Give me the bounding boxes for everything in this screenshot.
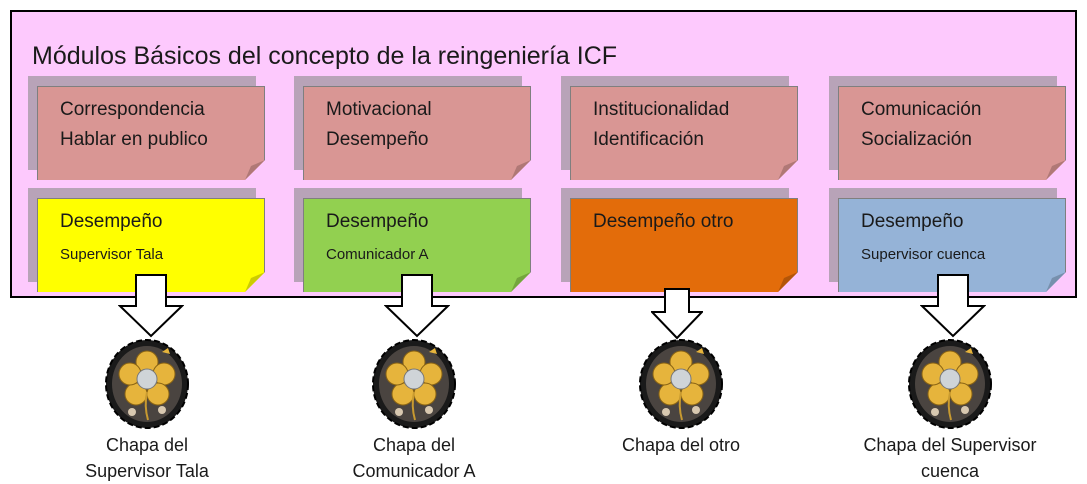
page-fold-icon <box>245 160 265 180</box>
badge-caption-comunicador-a: Chapa del Comunicador A <box>319 432 509 484</box>
note-line2: Desempeño <box>326 129 429 150</box>
note-line1: Desempeño otro <box>593 211 734 232</box>
note-line1: Desempeño <box>861 211 964 232</box>
page-fold-icon <box>1046 160 1066 180</box>
badge-caption-otro: Chapa del otro <box>586 432 776 458</box>
note-line1: Desempeño <box>60 211 163 232</box>
module-note-correspondencia: Correspondencia Hablar en publico <box>37 86 265 180</box>
module-note-motivacional: Motivacional Desempeño <box>303 86 531 180</box>
down-arrow-icon <box>920 274 986 338</box>
performance-note-otro: Desempeño otro <box>570 198 798 292</box>
note-line2: Supervisor cuenca <box>861 246 986 263</box>
note-line1: Desempeño <box>326 211 429 232</box>
page-fold-icon <box>778 160 798 180</box>
note-line2: Identificación <box>593 129 704 150</box>
note-line1: Correspondencia <box>60 99 205 120</box>
page-fold-icon <box>245 272 265 292</box>
caption-line1: Chapa del otro <box>621 435 741 455</box>
module-note-comunicacion: Comunicación Socialización <box>838 86 1066 180</box>
caption-line2: cuenca <box>920 461 980 481</box>
module-note-institucionalidad: Institucionalidad Identificación <box>570 86 798 180</box>
down-arrow-icon <box>384 274 450 338</box>
caption-line2: Comunicador A <box>352 461 476 481</box>
page-fold-icon <box>778 272 798 292</box>
page-fold-icon <box>511 160 531 180</box>
badge-caption-supervisor-cuenca: Chapa del Supervisor cuenca <box>855 432 1045 484</box>
flower-badge-icon <box>372 339 456 429</box>
caption-line1: Chapa del <box>105 435 189 455</box>
note-line1: Institucionalidad <box>593 99 730 120</box>
note-line2: Supervisor Tala <box>60 246 164 263</box>
down-arrow-icon <box>651 288 703 340</box>
page-fold-icon <box>1046 272 1066 292</box>
note-line1: Motivacional <box>326 99 432 120</box>
page-fold-icon <box>511 272 531 292</box>
caption-line1: Chapa del Supervisor <box>863 435 1037 455</box>
flower-badge-icon <box>639 339 723 429</box>
note-line2: Hablar en publico <box>60 129 208 150</box>
caption-line1: Chapa del <box>372 435 456 455</box>
note-line2: Socialización <box>861 129 972 150</box>
badge-caption-supervisor-tala: Chapa del Supervisor Tala <box>52 432 242 484</box>
flower-badge-icon <box>908 339 992 429</box>
caption-line2: Supervisor Tala <box>85 461 209 481</box>
diagram-title: Módulos Básicos del concepto de la reing… <box>32 42 618 70</box>
flower-badge-icon <box>105 339 189 429</box>
down-arrow-icon <box>118 274 184 338</box>
note-line2: Comunicador A <box>326 246 429 263</box>
note-line1: Comunicación <box>861 99 982 120</box>
